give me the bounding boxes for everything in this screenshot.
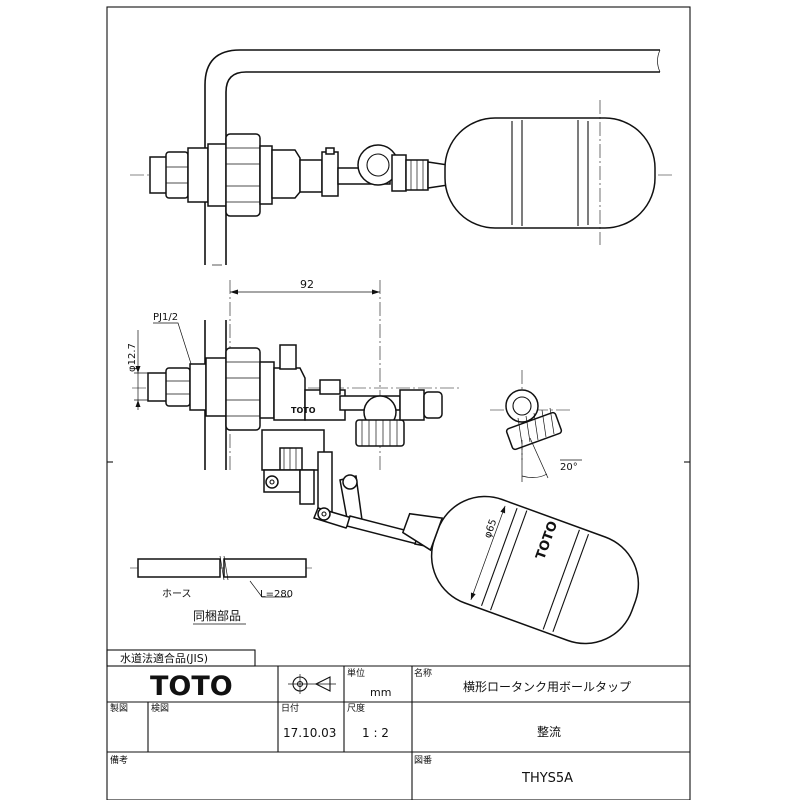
hose-label: ホース (162, 588, 192, 600)
subtitle-value: 整流 (537, 724, 561, 739)
unit-label: 単位 (347, 667, 365, 679)
name-label: 名称 (414, 667, 432, 679)
body-mark: TOTO (291, 406, 316, 415)
remarks-label: 備考 (110, 754, 128, 766)
front-view: 92 PJ1/2 φ12.7 TOTO (127, 278, 640, 645)
made-by-label: 製図 (110, 702, 128, 714)
scale-label: 尺度 (347, 702, 365, 714)
date-value: 17.10.03 (283, 726, 336, 740)
dim-length-label: 92 (300, 278, 314, 291)
unit-value: mm (370, 686, 391, 699)
number-label: 図番 (414, 754, 432, 766)
checked-label: 検図 (151, 702, 169, 714)
date-label: 日付 (281, 703, 299, 714)
title-block: 水道法適合品(JIS) TOTO 単位 mm 名称 横形ロータンク用ボールタップ… (106, 649, 690, 800)
hose-length-label: L=280 (260, 589, 293, 600)
projection-symbol-icon (288, 674, 336, 694)
scale-value: 1 : 2 (362, 726, 389, 740)
name-value: 横形ロータンク用ボールタップ (463, 680, 631, 694)
diameter-label: φ12.7 (127, 343, 138, 372)
angle-label: 20° (560, 462, 578, 473)
compliance-label: 水道法適合品(JIS) (120, 651, 208, 665)
included-parts-label: 同梱部品 (193, 608, 241, 623)
thread-label: PJ1/2 (153, 312, 178, 323)
number-value: THYS5A (521, 771, 573, 786)
top-view (130, 49, 672, 266)
sheet-border (106, 6, 691, 800)
hose-part: ホース L=280 同梱部品 (130, 555, 312, 625)
toto-logo: TOTO (150, 671, 233, 702)
